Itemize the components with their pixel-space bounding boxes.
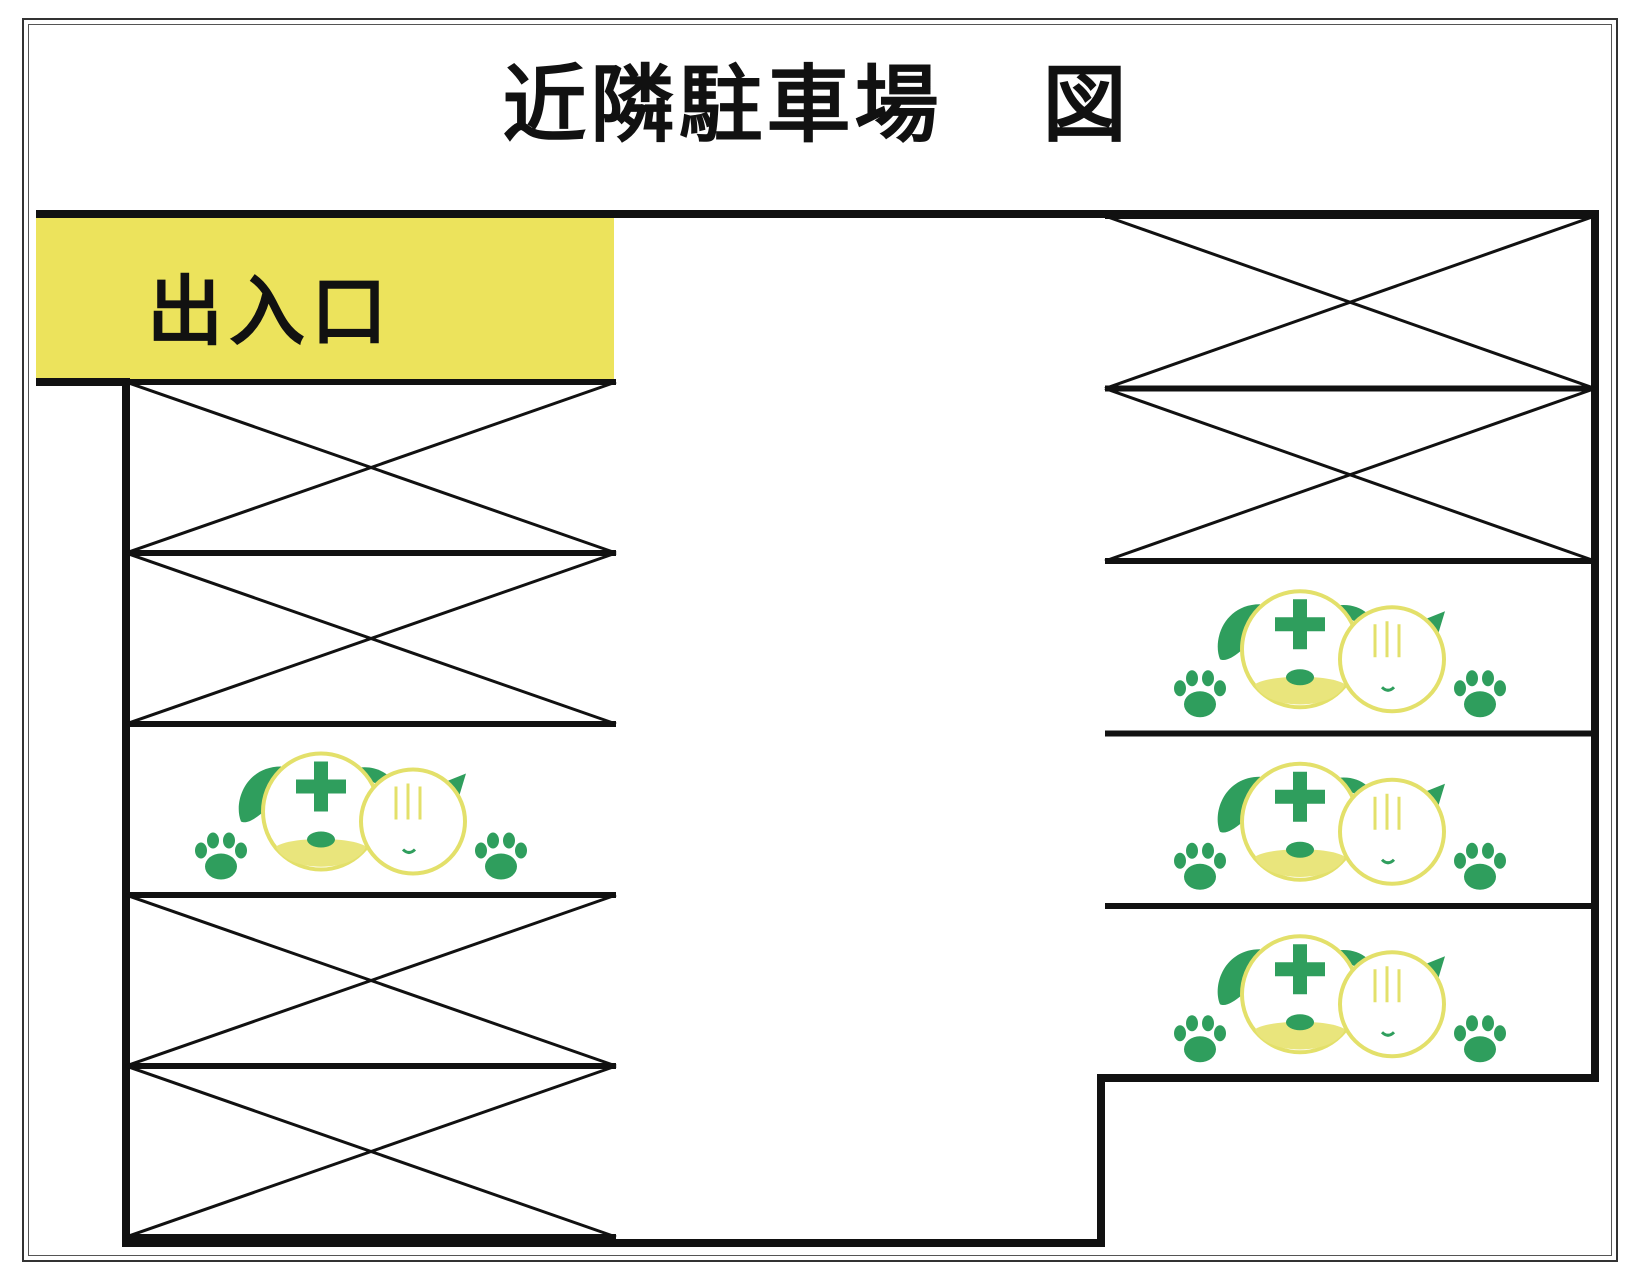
left-stall-1 [125, 379, 617, 556]
title-main: 近隣駐車場 [502, 56, 943, 154]
right-stall-1 [1104, 213, 1596, 392]
lot-boundary [36, 210, 1599, 1247]
clinic-dog-cat-logo-icon [195, 754, 527, 880]
inner-frame [28, 24, 1612, 1256]
right-stall-3 [1105, 591, 1595, 737]
title-suffix: 図 [1042, 56, 1131, 154]
unavailable-cross-line [1104, 214, 1596, 390]
clinic-dog-cat-logo-icon [1174, 936, 1506, 1062]
page-title: 近隣駐車場 図 [0, 38, 1633, 159]
left-stall-3 [126, 754, 616, 898]
entrance-area [36, 214, 614, 382]
parking-stalls [125, 213, 1596, 1240]
unavailable-cross-line [125, 893, 617, 1068]
left-stall-4 [125, 893, 617, 1069]
clinic-dog-cat-logo-icon [1174, 591, 1506, 717]
left-stall-2 [125, 551, 617, 727]
clinic-dog-cat-logo-icon [1174, 764, 1506, 890]
unavailable-cross-line [125, 1064, 617, 1239]
outer-frame [22, 18, 1618, 1262]
lot-outline [36, 210, 1599, 1247]
unavailable-cross-line [125, 551, 617, 726]
right-stall-5 [1105, 936, 1595, 1082]
unavailable-cross-line [1104, 387, 1596, 563]
left-stall-5 [125, 1064, 617, 1240]
unavailable-cross-line [125, 380, 617, 555]
right-stall-2 [1104, 387, 1596, 564]
entrance-label: 出入口 [147, 267, 393, 356]
right-stall-4 [1105, 764, 1595, 909]
